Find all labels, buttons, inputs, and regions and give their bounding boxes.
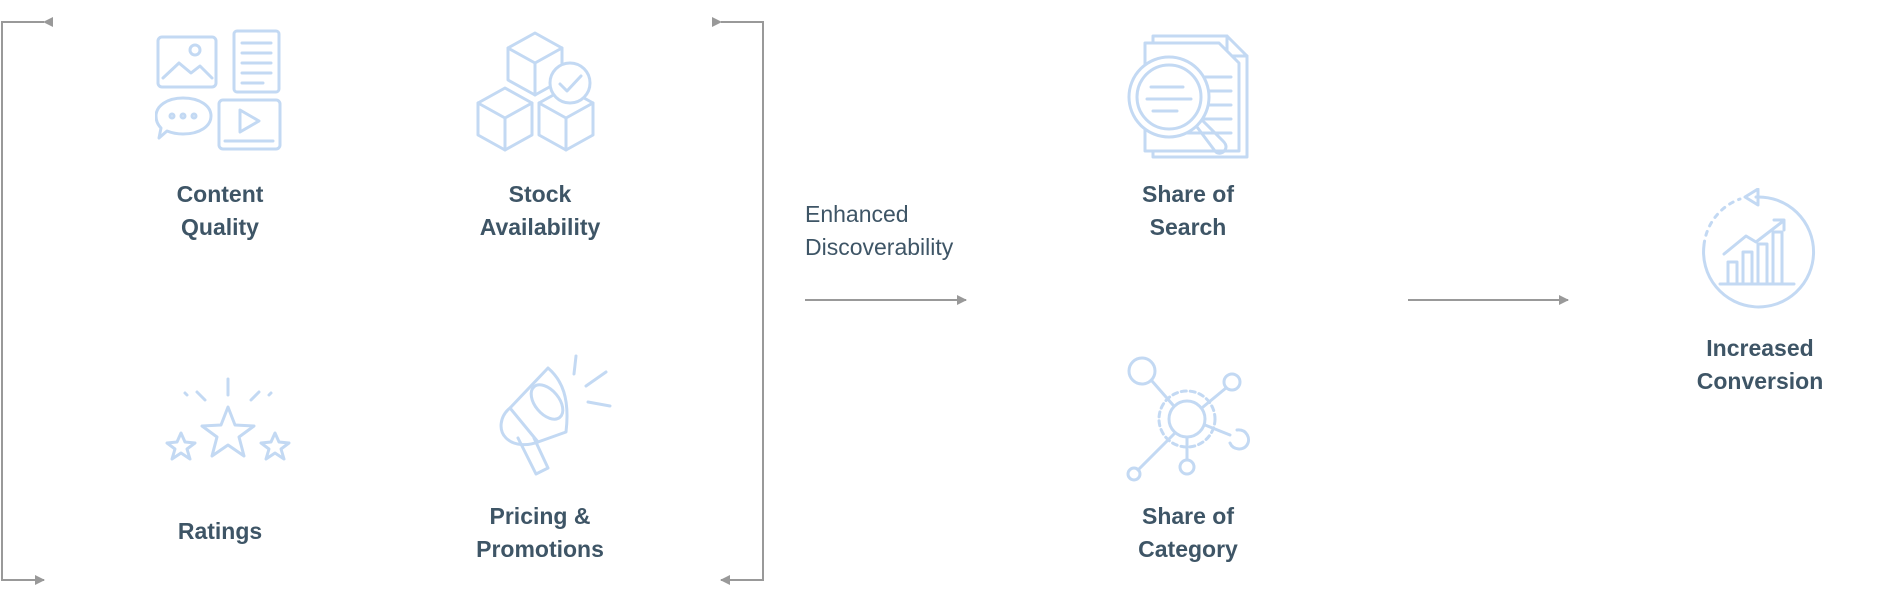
factor-content-quality-label: Content Quality bbox=[140, 178, 300, 244]
megaphone-icon bbox=[490, 350, 615, 480]
outcome-increased-conversion-line2: Conversion bbox=[1696, 368, 1824, 394]
factor-pricing-promotions-line1: Pricing & bbox=[489, 503, 591, 529]
outcome-increased-conversion-line1: Increased bbox=[1706, 335, 1814, 361]
factor-ratings-line1: Ratings bbox=[177, 518, 263, 544]
factor-pricing-promotions-line2: Promotions bbox=[476, 536, 604, 562]
network-nodes-icon bbox=[1125, 355, 1255, 483]
metric-share-of-category-label: Share of Category bbox=[1108, 500, 1268, 566]
document-search-icon bbox=[1125, 33, 1251, 161]
left-bracket bbox=[1, 17, 53, 585]
media-content-icon bbox=[155, 28, 283, 152]
factor-stock-availability-line2: Availability bbox=[479, 214, 601, 240]
metric-share-of-search-line1: Share of bbox=[1141, 181, 1235, 207]
enhanced-discoverability-line2: Discoverability bbox=[805, 234, 954, 260]
factor-content-quality-line2: Quality bbox=[181, 214, 259, 240]
right-bracket bbox=[712, 17, 764, 585]
growth-chart-icon bbox=[1698, 188, 1820, 314]
factor-ratings-label: Ratings bbox=[140, 515, 300, 548]
enhanced-discoverability-label: Enhanced Discoverability bbox=[805, 198, 953, 264]
metric-share-of-category-line1: Share of bbox=[1141, 503, 1235, 529]
stars-rating-icon bbox=[163, 375, 293, 465]
metric-share-of-search-label: Share of Search bbox=[1108, 178, 1268, 244]
boxes-check-icon bbox=[475, 30, 603, 154]
metric-share-of-search-line2: Search bbox=[1149, 214, 1227, 240]
factor-stock-availability-label: Stock Availability bbox=[460, 178, 620, 244]
enhanced-discoverability-line1: Enhanced bbox=[805, 201, 909, 227]
metric-share-of-category-line2: Category bbox=[1138, 536, 1238, 562]
factor-stock-availability-line1: Stock bbox=[508, 181, 572, 207]
outcome-increased-conversion-label: Increased Conversion bbox=[1680, 332, 1840, 398]
factor-pricing-promotions-label: Pricing & Promotions bbox=[460, 500, 620, 566]
factor-content-quality-line1: Content bbox=[176, 181, 264, 207]
